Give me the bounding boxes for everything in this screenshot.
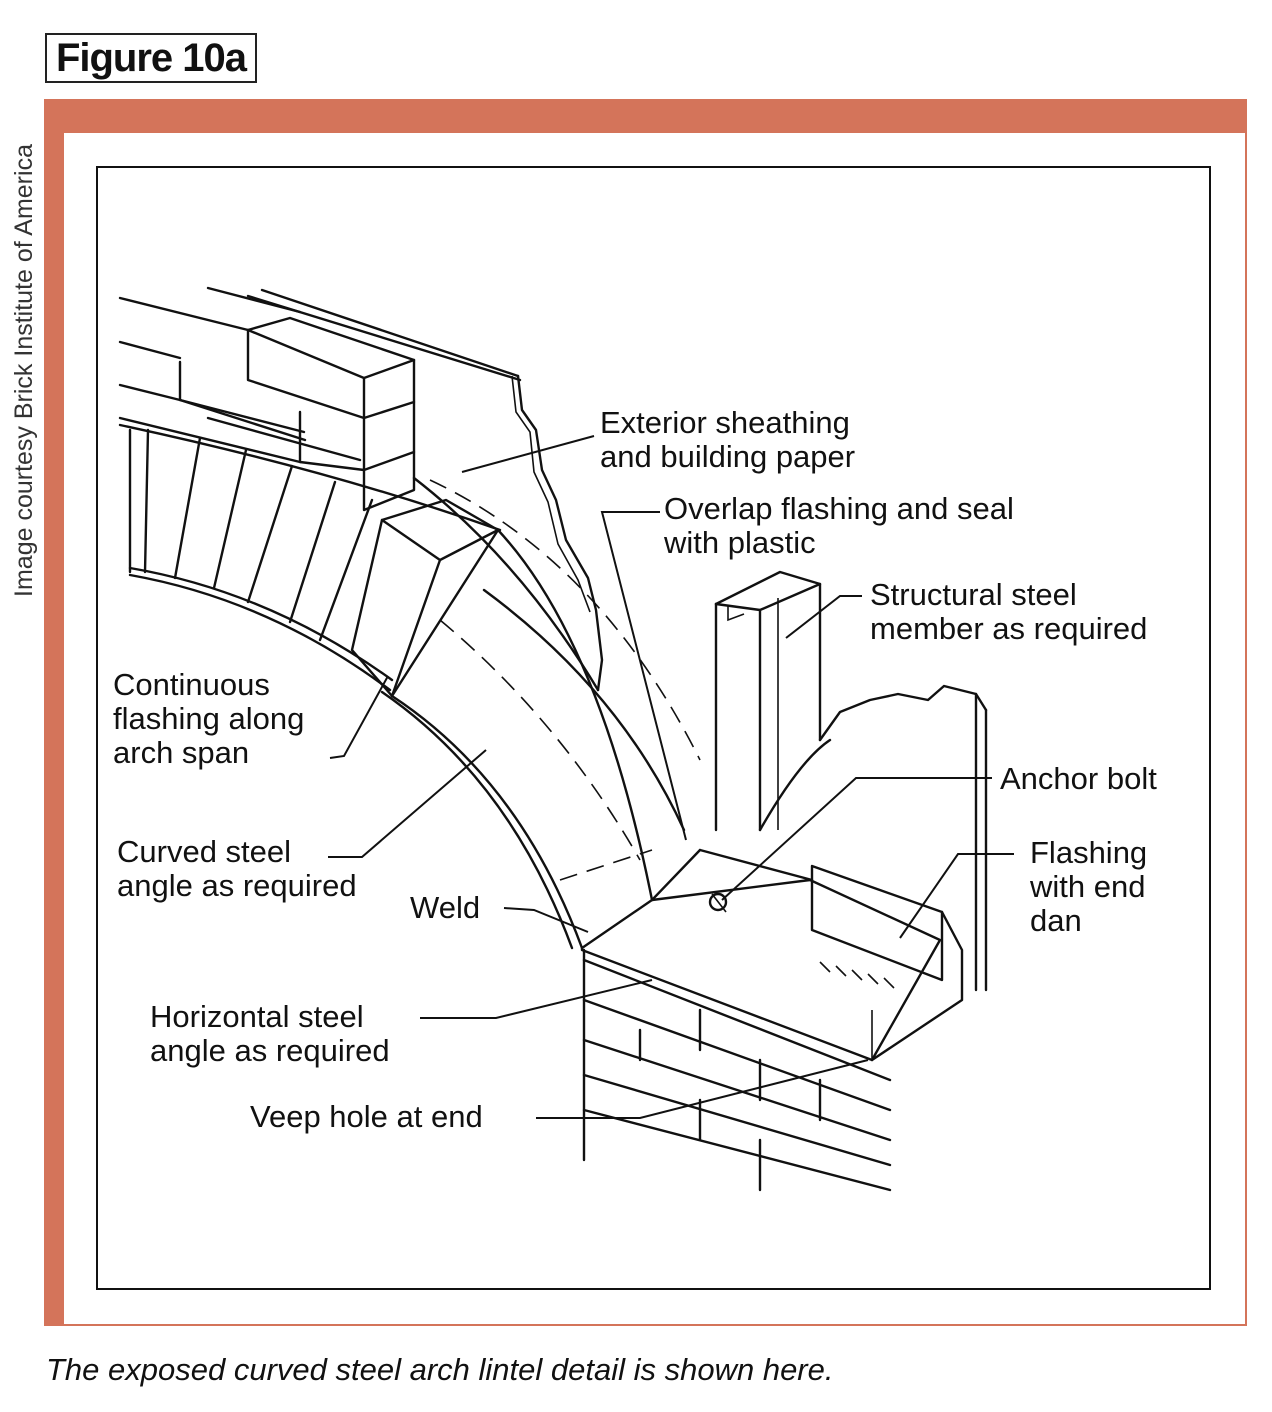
frame-top-bar — [46, 101, 1245, 133]
label-exterior-sheathing: Exterior sheathing and building paper — [600, 405, 856, 474]
leader-lines — [328, 435, 1014, 1119]
arch-voussoirs — [118, 423, 502, 698]
label-weep-hole: Veep hole at end — [250, 1099, 483, 1134]
label-continuous-flashing: Continuous flashing along arch span — [113, 667, 305, 770]
label-curved-steel-angle: Curved steel angle as required — [117, 834, 357, 903]
label-anchor-bolt: Anchor bolt — [1000, 761, 1157, 796]
frame-left-bar — [46, 101, 64, 1324]
hidden-edge — [559, 849, 653, 881]
lower-brick-wall — [582, 948, 892, 1192]
backup-wall — [758, 684, 988, 992]
label-overlap-flashing: Overlap flashing and seal with plastic — [664, 491, 1014, 560]
steel-column — [714, 570, 822, 832]
label-weld: Weld — [410, 890, 481, 925]
drawing-box — [96, 166, 1211, 1290]
figure-label: Figure 10a — [45, 33, 257, 83]
curved-steel-angle — [380, 528, 686, 950]
figure-caption: The exposed curved steel arch lintel det… — [46, 1352, 834, 1387]
label-flashing-end-dam: Flashing with end dan — [1030, 835, 1148, 938]
label-structural-steel: Structural steel member as required — [870, 577, 1148, 646]
label-horizontal-steel-angle: Horizontal steel angle as required — [150, 999, 390, 1068]
upper-brick-courses — [118, 286, 522, 464]
horizontal-angle — [580, 848, 964, 1062]
protruding-brick — [246, 316, 416, 512]
